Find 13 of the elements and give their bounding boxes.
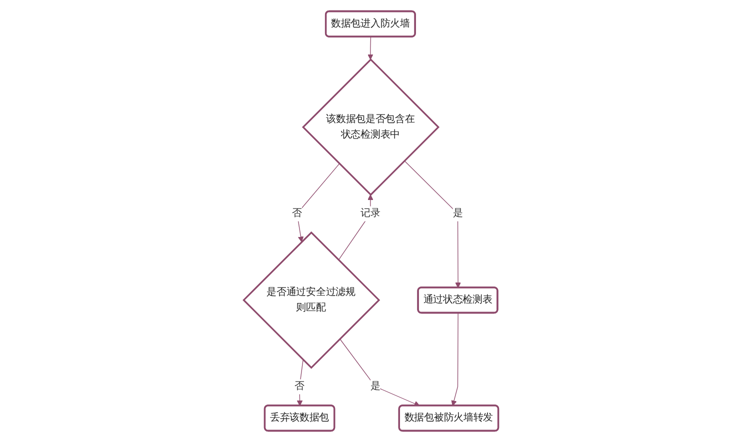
- arrow: [296, 163, 340, 242]
- edge-label: 否: [292, 208, 302, 219]
- edge-label: 否: [294, 380, 304, 392]
- node-diamond: 是否通过安全过滤规则匹配: [242, 231, 380, 369]
- edge-label: 是: [370, 380, 380, 392]
- arrow: [340, 338, 420, 406]
- node-diamond: 该数据包是否包含在状态检测表中: [302, 58, 440, 196]
- arrow: [338, 194, 374, 260]
- edge-label: 是: [452, 208, 463, 219]
- arrow: [368, 36, 374, 60]
- edge-label: 记录: [360, 208, 380, 219]
- arrow: [404, 160, 461, 288]
- arrow: [451, 312, 458, 406]
